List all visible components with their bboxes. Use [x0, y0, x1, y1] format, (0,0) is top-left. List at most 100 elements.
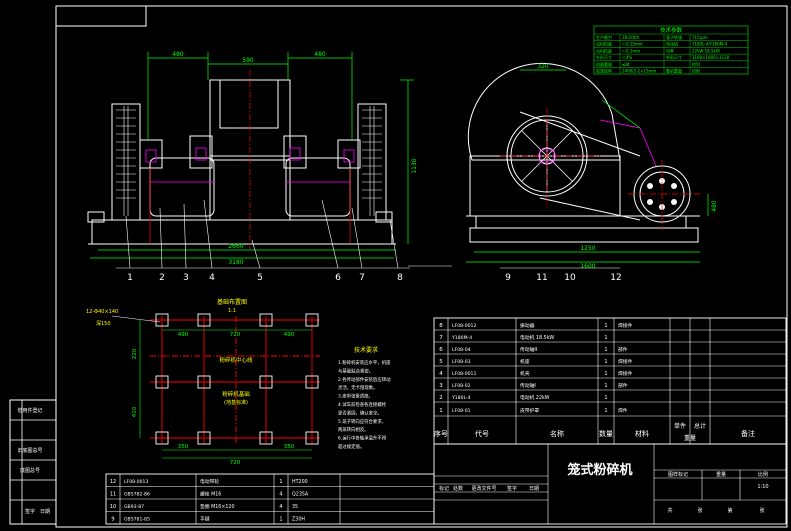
- spec-cell: 整机重量: [666, 68, 682, 74]
- hdr-material: 材料: [635, 429, 649, 438]
- part-name: 传动轴I: [520, 382, 536, 389]
- balloon-11: 11: [536, 273, 547, 283]
- part-code: GB93-87: [124, 504, 144, 510]
- tb-sign: 签字: [507, 485, 517, 492]
- part-code: LF08-04: [452, 347, 471, 353]
- balloon-9: 9: [505, 273, 511, 283]
- side-dim-1: 320: [537, 63, 549, 70]
- tech-line: 超过规定值。: [338, 443, 364, 450]
- fdn-dim-bot3: 720: [230, 460, 241, 466]
- balloon-1: 1: [127, 273, 133, 283]
- foundation-scale: 1:1: [228, 308, 236, 314]
- tb-sheet2-label: 张: [759, 507, 764, 514]
- balloon-2: 2: [159, 273, 165, 283]
- balloon-5: 5: [257, 273, 263, 283]
- spec-cell: 3180×1600×1130: [692, 55, 730, 60]
- balloon-4: 4: [209, 273, 215, 283]
- side-view: 320 1250 1600 480: [466, 62, 718, 270]
- hdr-qty: 数量: [599, 429, 613, 438]
- spec-cell: 2400/2-2×15mm: [622, 69, 656, 74]
- part-qty: 1: [279, 479, 282, 485]
- spec-cell: 生产能力: [596, 34, 612, 40]
- tb-scale-value: 1:10: [757, 484, 768, 490]
- tech-line: 6.运行中各轴承温升不得: [338, 435, 387, 442]
- balloon-12: 12: [610, 273, 621, 283]
- tech-line: 5.笼子转向应符合要求，: [338, 418, 386, 425]
- tech-line: 与基础贴合紧密。: [338, 367, 373, 374]
- part-code: LF08-01: [452, 408, 471, 414]
- spec-cell: ＜4%: [622, 55, 633, 60]
- spec-cell: 出料粒度: [596, 41, 612, 47]
- hdr-weight: 重量: [684, 434, 696, 442]
- foundation-title: 基础布置图: [217, 298, 247, 306]
- side-dim-3: 1600: [580, 263, 595, 270]
- spec-cell: 机器重量: [596, 61, 612, 67]
- fdn-dim-left2: 410: [132, 406, 138, 417]
- part-no: 9: [111, 517, 114, 523]
- parts-list-upper: [433, 317, 787, 445]
- tech-line: 1.粉碎机安装应水平，机座: [338, 359, 391, 366]
- spec-cell: 电动机: [666, 41, 678, 47]
- spec-title: 技术参数: [660, 26, 683, 34]
- part-qty: 1: [604, 347, 607, 353]
- tb-drawing-mark: 图样标记: [668, 471, 688, 478]
- fdn-dim-top3: 490: [284, 332, 295, 338]
- tech-line: 4.试车前检查各连接螺栓: [338, 401, 387, 408]
- tb-change: 更改文件号: [471, 485, 496, 492]
- part-name: 皮带护罩: [520, 407, 539, 414]
- part-material: 焊接件: [618, 322, 633, 329]
- front-dim-5: 3180: [228, 259, 243, 266]
- parts-list-lower: [105, 473, 435, 525]
- balloon-10: 10: [564, 273, 576, 283]
- tech-requirements: 技术要求 1.粉碎机安装应水平，机座 与基础贴合紧密。2.各传动部件安装后应转动…: [338, 346, 391, 450]
- spec-cell: ≤8t: [622, 62, 630, 67]
- part-material: 焊接件: [618, 370, 633, 377]
- part-no: 8: [439, 323, 443, 329]
- foundation-bolt-label: 12-Φ40×140: [86, 309, 118, 315]
- part-material: HT200: [292, 479, 308, 485]
- spec-cell: 出料粒度: [596, 47, 612, 53]
- part-name: 垫圈 M16×120: [200, 503, 235, 510]
- front-dim-3: 480: [314, 51, 326, 58]
- tb-total-label: 共: [667, 507, 672, 514]
- tb-sheet-label: 张: [697, 507, 702, 514]
- drawing-title: 笼式粉碎机: [566, 462, 632, 478]
- part-material: 部件: [618, 346, 628, 353]
- part-no: 4: [439, 371, 443, 377]
- spec-cell: 约6t: [692, 68, 701, 74]
- tech-line: 灵活，无卡阻现象。: [338, 384, 378, 391]
- part-code: LF08-0013: [124, 479, 148, 485]
- left-strip-label-0: 借用件登记: [17, 407, 42, 414]
- tb-count: 处数: [453, 485, 463, 492]
- side-dim-2: 1250: [580, 245, 595, 252]
- left-strip-label-1: 旧底图总号: [17, 447, 42, 454]
- part-code: GB5782-86: [124, 492, 150, 498]
- spec-cell: 外形尺寸: [596, 54, 612, 60]
- front-dim-1: 480: [172, 51, 184, 58]
- foundation-bolt-depth: 深150: [96, 320, 111, 327]
- part-code: LF08-03: [452, 359, 471, 365]
- part-no: 7: [439, 335, 443, 341]
- tb-date: 日期: [529, 486, 539, 492]
- tb-page-label: 第: [727, 507, 732, 514]
- part-qty: 1: [604, 335, 607, 341]
- part-code: LF08-02: [452, 383, 471, 389]
- spec-cell: 约5t: [692, 61, 701, 67]
- code-box: [55, 5, 147, 27]
- left-strip-label-4: 日期: [40, 509, 50, 515]
- part-material: Z30H: [292, 517, 305, 523]
- parts-upper-header: 序号 代号 名称 数量 材料 单件 总计 重量 备注: [434, 422, 755, 442]
- tech-line: 3.皮带张紧适度。: [338, 393, 373, 400]
- part-material: 焊接件: [618, 358, 633, 365]
- part-name: 机壳: [520, 370, 530, 377]
- tb-mark: 标记: [439, 485, 449, 492]
- spec-cell: 22kW 18.5kW: [692, 48, 720, 53]
- part-qty: 4: [279, 492, 282, 498]
- balloon-7: 7: [359, 273, 365, 283]
- tech-line: 2.各传动部件安装后应转动: [338, 376, 391, 383]
- fdn-dim-bot1: 350: [178, 444, 189, 450]
- balloon-8: 8: [397, 273, 403, 283]
- fdn-dim-top1: 490: [178, 332, 189, 338]
